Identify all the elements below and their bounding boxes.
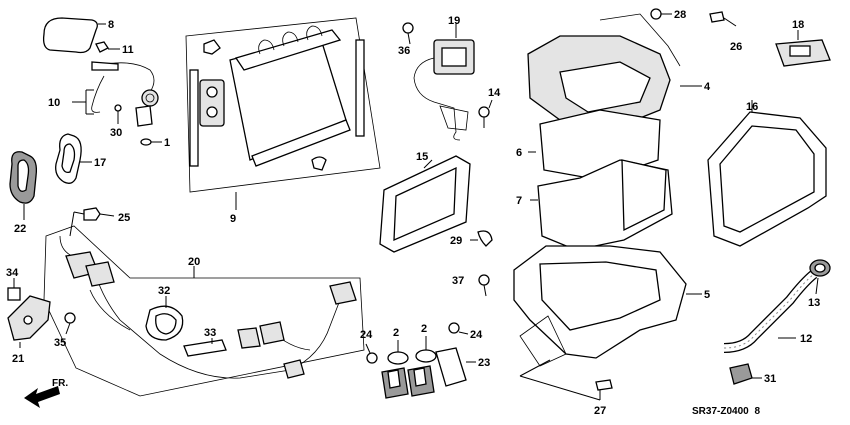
part-4-upper-housing: [527, 13, 702, 131]
callout-18: 18: [792, 19, 804, 31]
part-34-nut: [7, 278, 21, 301]
callout-29: 29: [450, 235, 462, 247]
callout-24-b: 24: [470, 329, 483, 341]
part-24-screw-a: [365, 343, 378, 364]
callout-7: 7: [516, 195, 522, 207]
part-12-drain-hose: [723, 270, 818, 353]
callout-33: 33: [204, 327, 216, 339]
callout-23: 23: [478, 357, 490, 369]
callout-4: 4: [704, 81, 711, 93]
part-2-actuator-b: [407, 336, 437, 397]
part-1-grommet: [140, 138, 162, 146]
callout-15: 15: [416, 151, 428, 163]
callout-2-a: 2: [393, 327, 399, 339]
part-33-holder: [183, 338, 227, 357]
callout-16: 16: [746, 101, 758, 113]
callout-5: 5: [704, 289, 710, 301]
part-31-clamp: [729, 363, 762, 385]
part-18-connector: [775, 30, 831, 67]
part-11-clip: [95, 41, 120, 53]
callout-12: 12: [800, 333, 812, 345]
callout-30: 30: [110, 127, 122, 139]
part-15-seal-frame: [379, 155, 471, 253]
part-14-screw: [478, 99, 493, 128]
part-37-screw: [478, 274, 490, 297]
callout-26: 26: [730, 41, 742, 53]
part-10-thermo-sensor: [72, 61, 159, 127]
part-22-gasket: [9, 151, 38, 220]
part-35-screw: [64, 312, 76, 335]
part-21-bracket: [7, 295, 51, 348]
callout-11: 11: [122, 44, 134, 56]
part-16-seal-frame: [707, 100, 827, 247]
part-19-thermostat: [413, 24, 475, 141]
callout-24-a: 24: [360, 329, 373, 341]
part-2-actuator-a: [381, 340, 409, 399]
callout-25: 25: [118, 212, 130, 224]
callout-20: 20: [188, 256, 200, 268]
diagram-code-suffix: 8: [754, 406, 760, 417]
callout-28: 28: [674, 9, 686, 21]
part-32-band-clip: [145, 296, 184, 341]
part-8-foam-pad: [42, 17, 106, 54]
part-20-harness-group: [43, 225, 365, 397]
part-24-screw-b: [448, 322, 469, 335]
part-28-nut: [650, 8, 672, 20]
part-13-grommet: [809, 259, 831, 295]
part-36-screw: [402, 22, 414, 45]
part-5-lower-housing: [513, 245, 702, 367]
callout-6: 6: [516, 147, 522, 159]
callout-1: 1: [164, 137, 170, 149]
callout-34: 34: [6, 267, 19, 279]
callout-31: 31: [764, 373, 776, 385]
part-27-screw: [519, 359, 613, 401]
callout-27: 27: [594, 405, 606, 417]
callout-22: 22: [14, 223, 26, 235]
part-25-bolt: [69, 207, 115, 237]
part-26-bolt: [709, 11, 737, 27]
callout-17: 17: [94, 157, 106, 169]
callout-37: 37: [452, 275, 464, 287]
diagram-code-main: SR37-Z0400: [692, 406, 749, 417]
part-29-clip: [470, 230, 493, 247]
callout-19: 19: [448, 15, 460, 27]
callout-32: 32: [158, 285, 170, 297]
callout-labels: 8 11 10 30 1 17 22 25 9 20 32 33 34 21 3…: [6, 9, 820, 417]
callout-13: 13: [808, 297, 820, 309]
callout-21: 21: [12, 353, 24, 365]
callout-10: 10: [48, 97, 60, 109]
diagram-code: SR37-Z0400 8: [692, 406, 760, 417]
front-direction-arrow: [24, 386, 60, 408]
part-7-case-half: [530, 159, 673, 251]
callout-9: 9: [230, 213, 236, 225]
callout-2-b: 2: [421, 323, 427, 335]
part-30-screw: [114, 104, 122, 124]
callout-14: 14: [488, 87, 501, 99]
direction-label: FR.: [52, 378, 68, 389]
callout-36: 36: [398, 45, 410, 57]
part-9-evaporator-group: [185, 17, 381, 210]
part-23-link: [435, 347, 476, 387]
callout-35: 35: [54, 337, 66, 349]
part-17-seal-ring: [55, 133, 92, 184]
callout-8: 8: [108, 19, 114, 31]
